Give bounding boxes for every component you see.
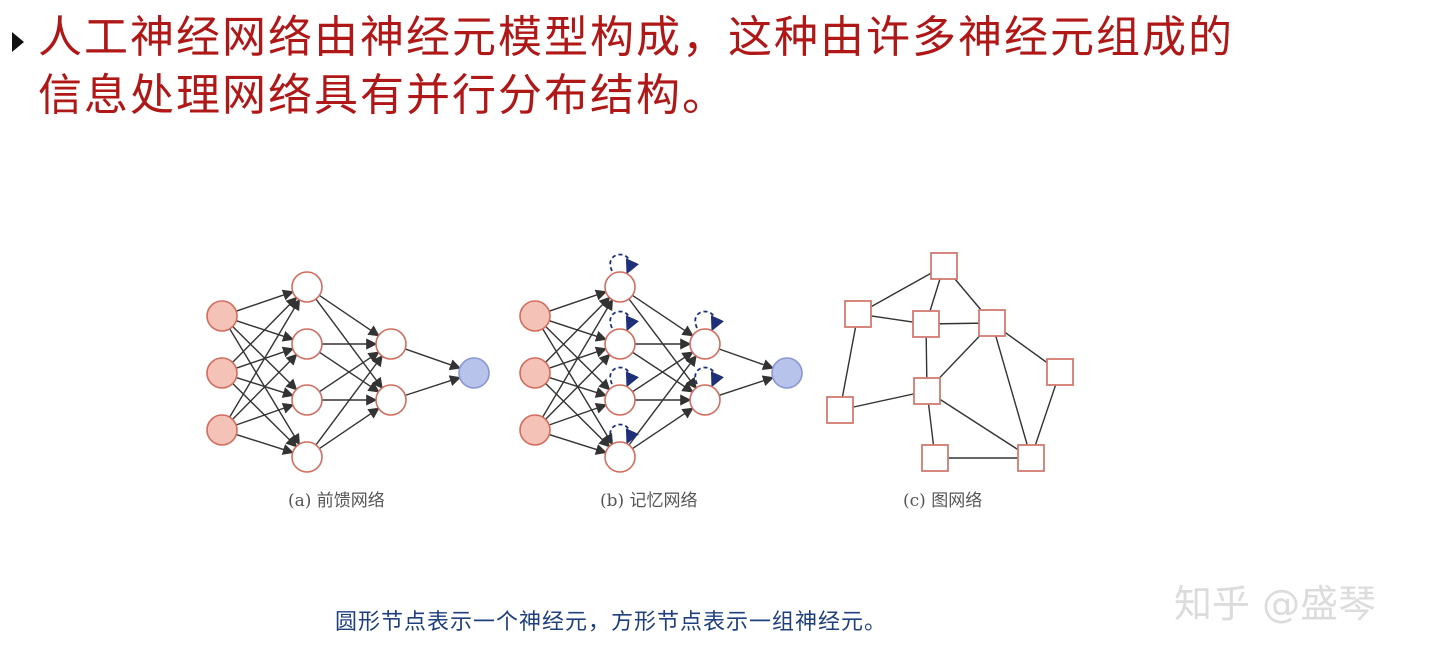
edge-b-in-h1-2-3: [549, 433, 608, 455]
node-a-hidden1-3: [291, 441, 323, 473]
edge-b-in-h1-2-0: [542, 298, 614, 418]
node-a-hidden1-1: [291, 328, 323, 360]
edge-a-in-h1-2-1: [232, 353, 298, 420]
graph-node-top: [930, 252, 958, 280]
node-b-output: [771, 357, 803, 389]
edge-a-in-h1-2-2: [235, 402, 295, 426]
memory-loop-b-h1-0: [609, 253, 640, 275]
memory-loop-b-h1-3: [609, 423, 640, 445]
caption-graph-network: (c) 图网络: [903, 491, 983, 511]
edge-a-in-h1-1-0: [232, 296, 298, 363]
node-a-hidden1-0: [291, 271, 323, 303]
graph-edge-10: [839, 390, 928, 411]
node-a-input-2: [206, 414, 238, 446]
graph-edge-4: [839, 313, 859, 411]
edge-b-in-h1-0-0: [548, 289, 608, 312]
edge-b-h1-h2-0-0: [632, 294, 694, 337]
node-a-hidden1-2: [291, 384, 323, 416]
node-a-output: [458, 357, 490, 389]
graph-node-left: [844, 300, 872, 328]
edge-b-h1-h2-3-1: [632, 407, 694, 450]
node-b-hidden2-0: [689, 328, 721, 360]
node-b-input-2: [519, 414, 551, 446]
graph-edge-0: [857, 265, 945, 315]
edge-a-in-h1-2-3: [236, 433, 295, 455]
node-a-hidden2-0: [375, 328, 407, 360]
graph-edge-12: [926, 390, 1032, 459]
memory-loop-b-h2-0: [694, 310, 725, 332]
graph-node-right: [1046, 358, 1074, 386]
memory-loop-b-h2-1: [694, 366, 725, 388]
graph-node-mid2: [978, 309, 1006, 337]
graph-node-bottom: [921, 444, 949, 472]
edge-a-h1-h2-3-1: [319, 407, 380, 450]
edge-b-in-h1-1-0: [545, 296, 611, 363]
edge-b-h2-out-1: [719, 375, 775, 396]
node-b-hidden1-3: [604, 441, 636, 473]
edge-b-h1-h2-3-0: [628, 354, 697, 446]
node-a-input-1: [206, 357, 238, 389]
node-b-input-1: [519, 357, 551, 389]
memory-loop-b-h1-2: [609, 366, 640, 388]
node-b-hidden2-1: [689, 384, 721, 416]
edge-a-h1-h2-0-0: [319, 294, 380, 337]
bottom-caption: 圆形节点表示一个神经元，方形节点表示一组神经元。: [335, 610, 888, 635]
edge-a-h1-h2-3-0: [315, 354, 383, 446]
node-b-hidden1-1: [604, 328, 636, 360]
edge-b-in-h1-2-2: [548, 402, 608, 426]
graph-edge-13: [1030, 371, 1061, 459]
edge-a-h2-out-0: [404, 348, 462, 371]
headline-line-2: 信息处理网络具有并行分布结构。: [38, 70, 728, 121]
edge-a-in-h1-2-0: [229, 298, 301, 418]
node-b-hidden1-2: [604, 384, 636, 416]
caption-memory-network: (b) 记忆网络: [600, 491, 698, 511]
triangle-right-icon: [12, 32, 24, 52]
graph-node-lower: [826, 396, 854, 424]
headline-line-1: 人工神经网络由神经元模型构成，这种由许多神经元组成的: [38, 12, 1234, 63]
watermark: 知乎 @盛琴: [1174, 582, 1377, 626]
edge-b-h1-h2-2-0: [632, 351, 694, 393]
graph-node-center: [913, 377, 941, 405]
edge-b-in-h1-2-1: [545, 353, 611, 420]
node-a-hidden2-1: [375, 384, 407, 416]
edge-a-h1-h2-2-0: [319, 351, 380, 393]
edge-a-in-h1-0-0: [235, 289, 295, 312]
caption-feedforward-network: (a) 前馈网络: [288, 491, 385, 511]
graph-node-br: [1017, 444, 1045, 472]
edge-a-h2-out-1: [405, 375, 462, 397]
graph-edge-9: [991, 322, 1032, 459]
memory-loop-b-h1-1: [609, 310, 640, 332]
node-b-input-0: [519, 300, 551, 332]
node-a-input-0: [206, 300, 238, 332]
edge-b-h2-out-0: [718, 348, 775, 371]
node-b-hidden1-0: [604, 271, 636, 303]
graph-node-mid1: [912, 310, 940, 338]
